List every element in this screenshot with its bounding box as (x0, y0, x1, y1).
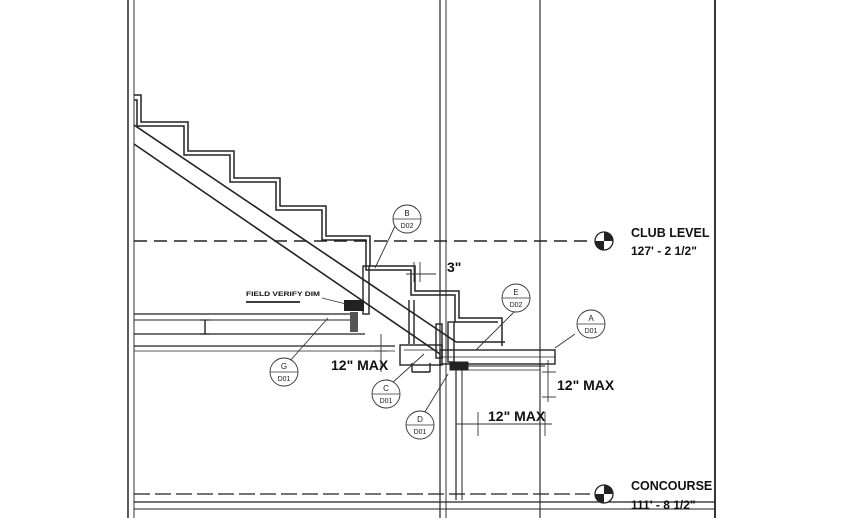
dimension-3in: 3" (447, 259, 461, 275)
section-tag-g-id: G (281, 362, 287, 371)
section-tag-a: A D01 (576, 309, 606, 339)
right-margin-mask (717, 0, 844, 518)
section-tag-e: E D02 (501, 283, 531, 313)
section-tag-g-sheet: D01 (278, 376, 291, 383)
section-tag-b-sheet: D02 (401, 223, 414, 230)
club-level-name: CLUB LEVEL (631, 226, 710, 240)
upper-stair-treads (134, 94, 503, 346)
dimension-12in-max-left: 12" MAX (331, 357, 389, 373)
section-tag-a-sheet: D01 (585, 328, 598, 335)
section-tag-b-id: B (404, 209, 409, 218)
concourse-level-marker-icon (594, 484, 614, 504)
landing-slab (134, 313, 395, 352)
dimension-12in-max-bottom: 12" MAX (488, 408, 546, 424)
tag-leader-lines (288, 223, 576, 421)
section-tag-g: G D01 (269, 357, 299, 387)
section-tag-b: B D02 (392, 204, 422, 234)
section-tag-d: D D01 (405, 410, 435, 440)
section-tag-c-sheet: D01 (380, 398, 393, 405)
section-tag-e-id: E (513, 288, 518, 297)
dimension-12in-max-right: 12" MAX (557, 377, 615, 393)
upper-stair-stringer (133, 124, 505, 355)
section-tag-c: C D01 (371, 379, 401, 409)
field-note: FIELD VERIFY DIM (246, 292, 320, 298)
club-level-elevation: 127' - 2 1/2" (631, 244, 697, 258)
club-level-marker-icon (594, 231, 614, 251)
concourse-level-lines (134, 493, 715, 510)
landing-connection (344, 300, 364, 332)
structural-grid-lines (127, 0, 716, 518)
section-tag-c-id: C (383, 384, 389, 393)
lower-platform (439, 349, 556, 500)
section-tag-a-id: A (588, 314, 594, 323)
concourse-level-elevation: 111' - 8 1/2" (631, 498, 696, 512)
section-tag-e-sheet: D02 (510, 302, 523, 309)
section-tag-d-id: D (417, 415, 423, 424)
dimension-lines (375, 262, 556, 436)
section-tag-d-sheet: D01 (414, 429, 427, 436)
concourse-level-name: CONCOURSE (631, 479, 712, 493)
